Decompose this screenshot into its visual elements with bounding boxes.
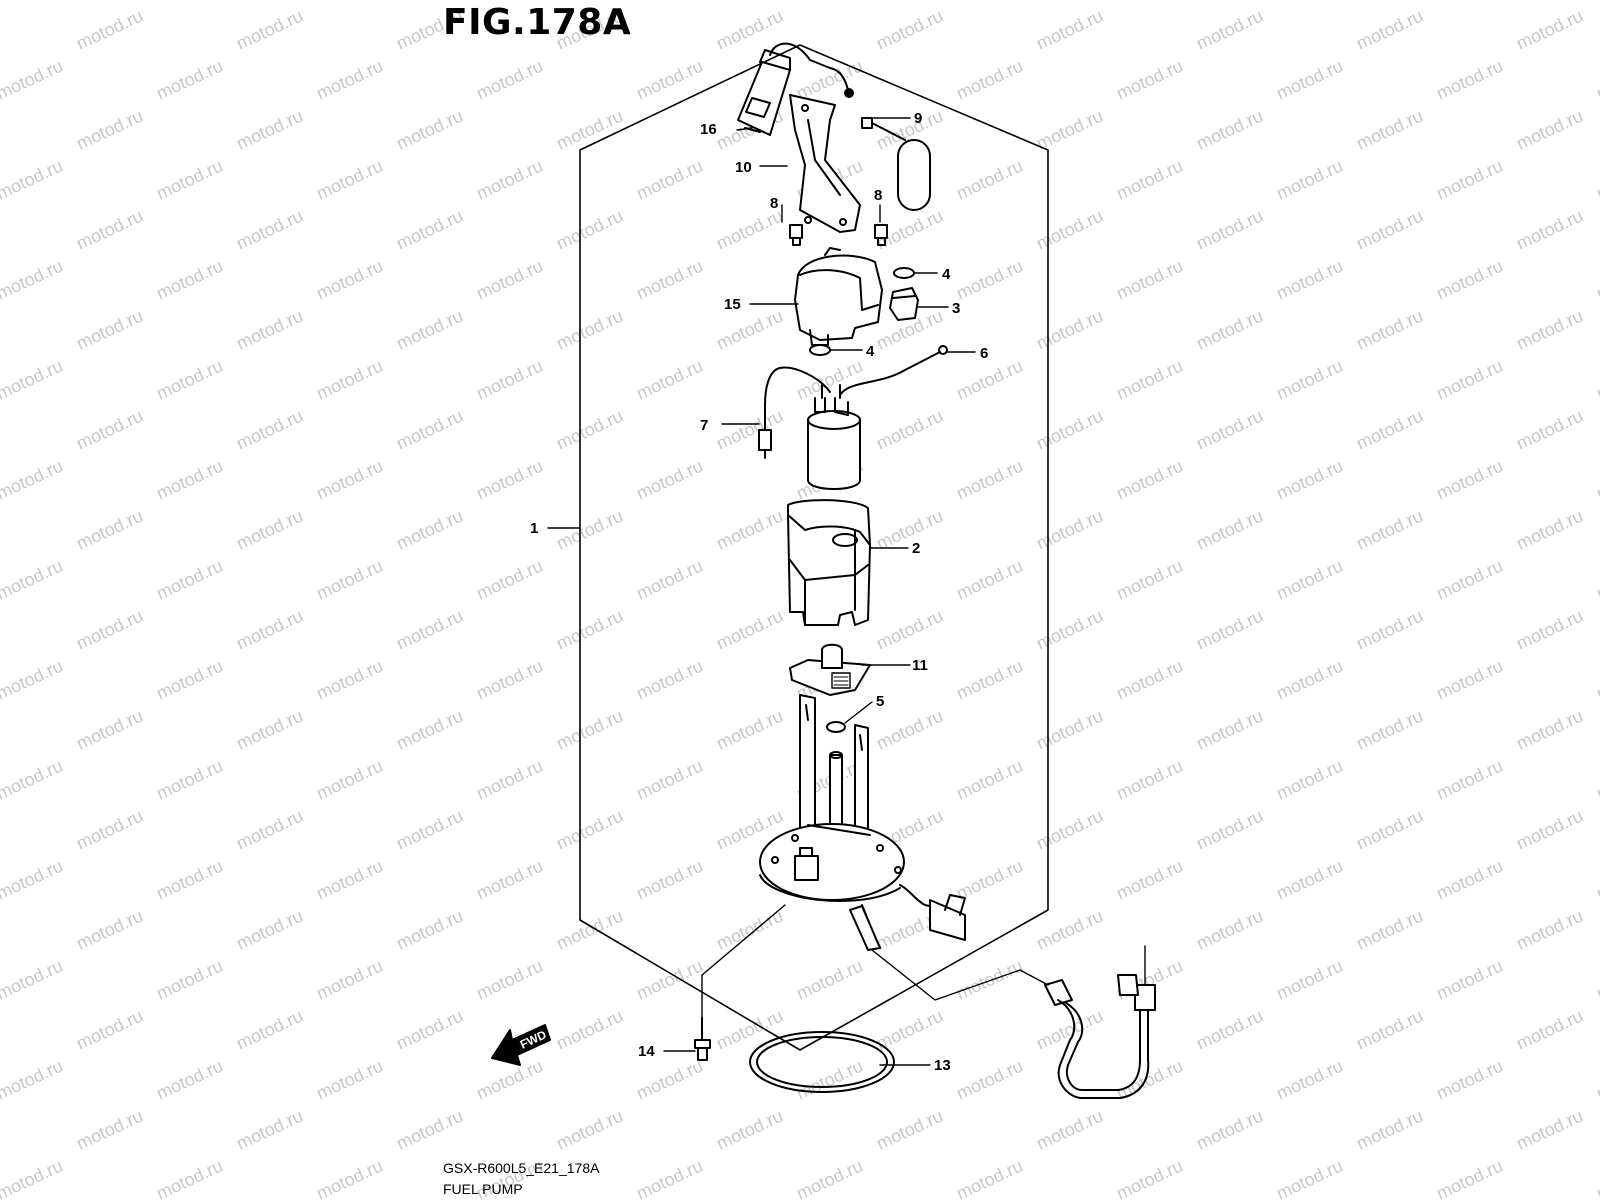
o-ring-upper — [893, 267, 915, 279]
pressure-regulator-part — [889, 287, 919, 321]
figure-title: FIG.178A — [443, 2, 632, 43]
o-ring-lower — [826, 721, 846, 733]
screws-part — [789, 224, 888, 246]
o-ring-middle — [809, 344, 831, 356]
fuel-pump-motor — [807, 384, 861, 490]
pump-base-plate — [759, 694, 905, 951]
callout-3: 3 — [952, 300, 960, 317]
pump-case-part — [787, 499, 871, 626]
callout-6: 6 — [980, 345, 988, 362]
callout-1: 1 — [530, 520, 538, 537]
callout-15: 14 — [638, 1043, 655, 1060]
filter-part — [789, 643, 871, 696]
callout-4-upper: 4 — [942, 266, 951, 283]
fuel-hose-part — [1044, 974, 1156, 1099]
callout-8-right: 8 — [874, 187, 882, 204]
callout-12: 15 — [724, 296, 741, 313]
model-code: GSX-R600L5_E21_178A — [443, 1160, 600, 1176]
lead-wire-6 — [839, 351, 941, 396]
harness-connector — [899, 884, 966, 941]
assembly-boundary — [579, 44, 1049, 1051]
callout-2: 2 — [912, 540, 920, 557]
bolt-part — [694, 1017, 711, 1061]
bracket-part — [789, 94, 861, 233]
callout-5: 5 — [876, 693, 884, 710]
fwd-direction-arrow — [491, 1024, 551, 1066]
leader-lines — [547, 117, 1146, 1066]
callout-9: 9 — [914, 110, 922, 127]
callout-8-left: 8 — [770, 195, 778, 212]
callout-14: 13 — [934, 1057, 951, 1074]
gasket-part — [749, 1031, 895, 1093]
callout-7: 7 — [700, 417, 708, 434]
lead-wire-7 — [758, 366, 831, 459]
fuel-level-gauge-part — [737, 42, 854, 136]
callout-11: 11 — [912, 657, 928, 674]
callout-labels: 16 9 10 8 8 4 15 3 4 6 7 1 2 11 5 13 14 — [530, 110, 988, 1074]
callout-10: 10 — [735, 159, 752, 176]
float-part — [861, 117, 931, 211]
callout-4-middle: 4 — [866, 343, 875, 360]
pump-cover-part — [794, 247, 883, 346]
part-name: FUEL PUMP — [443, 1181, 523, 1197]
callout-13: 16 — [700, 121, 717, 138]
